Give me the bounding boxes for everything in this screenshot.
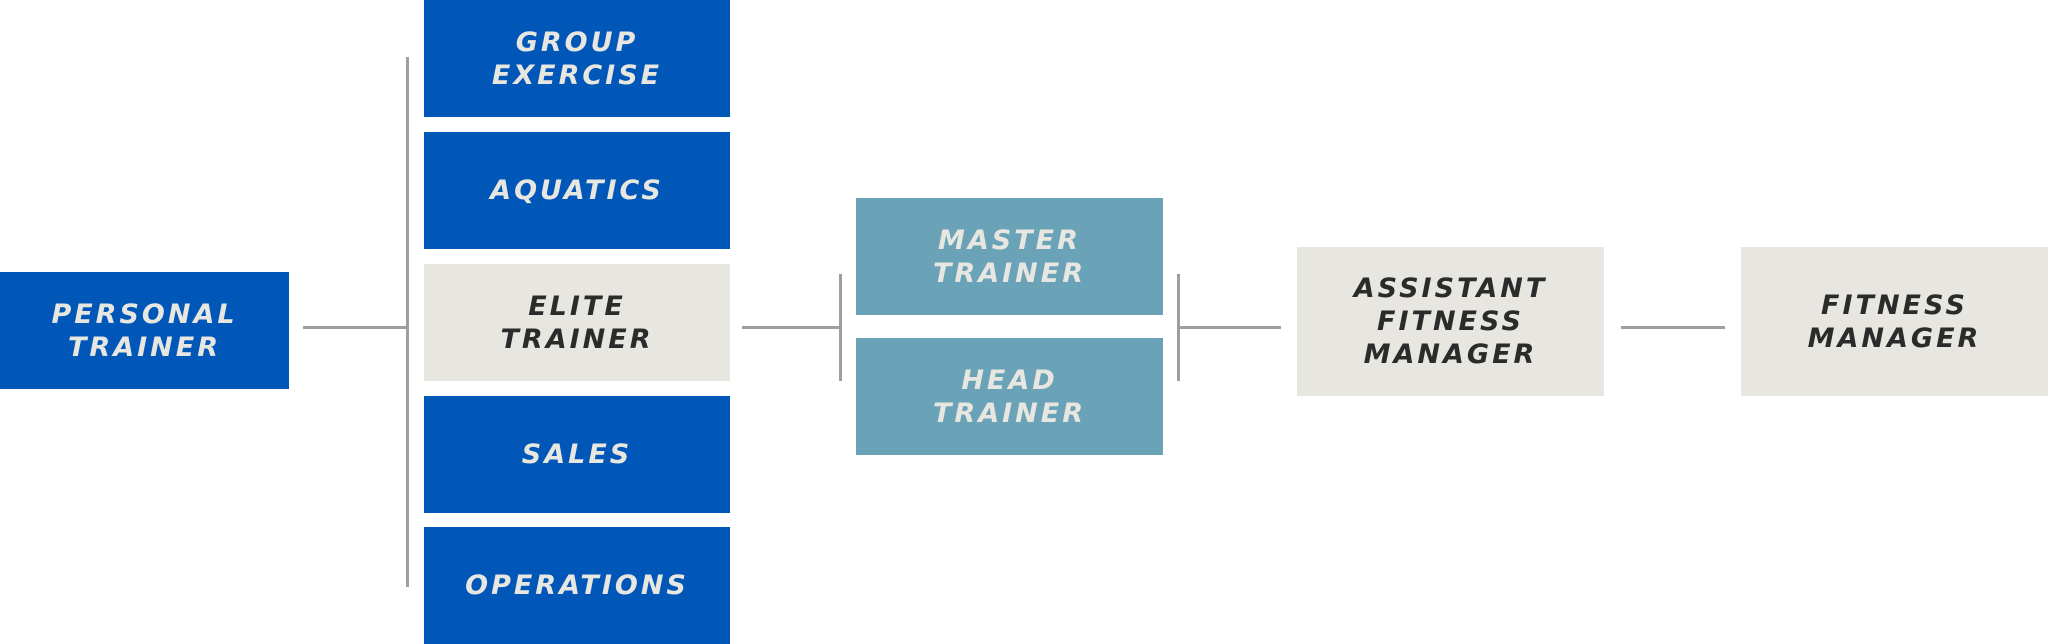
operations-box: OPERATIONS (424, 527, 730, 644)
elite-trainer-box: ELITE TRAINER (424, 264, 730, 381)
connector-bracket-to-assistant (1178, 326, 1281, 329)
assistant-fitness-manager-label: ASSISTANT FITNESS MANAGER (1353, 273, 1548, 370)
group-exercise-label: GROUP EXERCISE (491, 26, 663, 91)
sales-label: SALES (521, 439, 633, 470)
connector-personal-to-bracket (303, 326, 407, 329)
connector-elite-to-bracket (742, 326, 841, 329)
bracket-middle-left (839, 274, 842, 381)
sales-box: SALES (424, 396, 730, 513)
aquatics-label: AQUATICS (490, 175, 664, 206)
fitness-manager-box: FITNESS MANAGER (1741, 247, 2048, 396)
personal-trainer-box: PERSONAL TRAINER (0, 272, 289, 389)
head-trainer-label: HEAD TRAINER (933, 364, 1086, 429)
assistant-fitness-manager-box: ASSISTANT FITNESS MANAGER (1297, 247, 1604, 396)
master-trainer-label: MASTER TRAINER (933, 224, 1086, 289)
master-trainer-box: MASTER TRAINER (856, 198, 1163, 315)
operations-label: OPERATIONS (465, 570, 689, 601)
aquatics-box: AQUATICS (424, 132, 730, 249)
bracket-left-column (406, 57, 409, 587)
personal-trainer-label: PERSONAL TRAINER (51, 298, 238, 363)
connector-assistant-to-fitness-manager (1621, 326, 1725, 329)
fitness-manager-label: FITNESS MANAGER (1807, 289, 1982, 354)
group-exercise-box: GROUP EXERCISE (424, 0, 730, 117)
elite-trainer-label: ELITE TRAINER (500, 290, 654, 355)
head-trainer-box: HEAD TRAINER (856, 338, 1163, 455)
